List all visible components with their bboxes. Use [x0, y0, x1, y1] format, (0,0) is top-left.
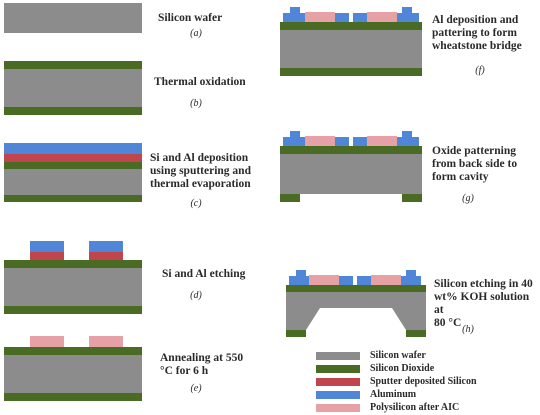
oxide-top-layer [4, 162, 142, 169]
step-e-caption: Annealing at 550 °C for 6 h [160, 352, 244, 377]
legend-swatch-silicon-dioxide [316, 365, 360, 373]
legend-label-silicon-dioxide: Silicon Dioxide [370, 363, 435, 374]
legend-swatch-polysilicon [316, 404, 360, 412]
aluminum-pad-left [30, 241, 64, 252]
step-a-label: (a) [190, 28, 202, 39]
polysilicon-resistor [371, 275, 401, 285]
oxide-bottom-layer [4, 107, 142, 115]
silicon-wafer-layer [4, 169, 142, 195]
legend-swatch-silicon-wafer [316, 352, 360, 360]
step-h-caption: Silicon etching in 40 wt% KOH solution a… [434, 278, 533, 329]
aluminum-contact [289, 276, 309, 285]
etched-silicon-cavity [286, 292, 426, 330]
legend-label-sputtered-silicon: Sputter deposited Silicon [370, 376, 477, 387]
silicon-wafer-layer [4, 355, 142, 393]
step-a-caption: Silicon wafer [158, 12, 223, 24]
oxide-mask-right [402, 194, 422, 202]
aluminum-contact [402, 131, 412, 137]
step-b-label: (b) [190, 98, 202, 109]
polysilicon-pad-left [30, 336, 64, 347]
aluminum-contact [397, 137, 419, 146]
legend-label-silicon-wafer: Silicon wafer [370, 350, 426, 361]
aluminum-contact [397, 13, 419, 22]
oxide-mask-right [406, 330, 426, 337]
polysilicon-resistor [305, 12, 335, 22]
aluminum-contact [290, 7, 300, 13]
aluminum-contact [402, 7, 412, 13]
polysilicon-resistor [305, 136, 335, 146]
oxide-bottom-layer [4, 195, 142, 202]
oxide-top-layer [280, 22, 422, 30]
silicon-pad-left [30, 252, 64, 260]
aluminum-contact [283, 13, 305, 22]
aluminum-contact [353, 137, 367, 146]
oxide-mask-left [286, 330, 306, 337]
aluminum-contact [296, 270, 306, 276]
legend-label-polysilicon: Polysilicon after AIC [370, 402, 460, 413]
oxide-top-layer [4, 260, 142, 268]
legend-swatch-aluminum [316, 391, 360, 399]
aluminum-contact [401, 276, 421, 285]
oxide-top-layer [4, 347, 142, 355]
step-f-label: (f) [475, 65, 485, 76]
oxide-mask-left [280, 194, 300, 202]
step-e-label: (e) [190, 383, 202, 394]
polysilicon-resistor [367, 12, 397, 22]
oxide-top-layer [286, 285, 426, 292]
aluminum-contact [339, 276, 353, 285]
step-f-caption: Al deposition and pattering to form whea… [432, 14, 522, 52]
oxide-bottom-layer [280, 68, 422, 76]
oxide-bottom-layer [4, 306, 142, 314]
step-d-caption: Si and Al etching [162, 268, 246, 280]
silicon-wafer-layer [4, 3, 142, 33]
polysilicon-pad-right [89, 336, 123, 347]
silicon-wafer-layer [4, 268, 142, 306]
step-h-label: (h) [462, 324, 474, 335]
aluminum-contact [290, 131, 300, 137]
silicon-wafer-layer [280, 30, 422, 68]
sputtered-silicon-layer [4, 154, 142, 162]
step-c-label: (c) [190, 198, 202, 209]
aluminum-contact [335, 137, 349, 146]
oxide-top-layer [4, 61, 142, 69]
step-b-caption: Thermal oxidation [154, 76, 246, 88]
step-d-label: (d) [190, 290, 202, 301]
aluminum-pad-right [89, 241, 123, 252]
oxide-bottom-layer [4, 393, 142, 401]
legend-label-aluminum: Aluminum [370, 389, 417, 400]
legend-swatch-sputtered-silicon [316, 378, 360, 386]
aluminum-layer [4, 143, 142, 154]
step-g-label: (g) [462, 193, 474, 204]
silicon-wafer-layer [280, 154, 422, 194]
polysilicon-resistor [309, 275, 339, 285]
oxide-top-layer [280, 146, 422, 154]
silicon-pad-right [89, 252, 123, 260]
aluminum-contact [406, 270, 416, 276]
polysilicon-resistor [367, 136, 397, 146]
step-c-caption: Si and Al deposition using sputtering an… [150, 152, 251, 190]
aluminum-contact [357, 276, 371, 285]
aluminum-contact [335, 13, 349, 22]
step-g-caption: Oxide patterning from back side to form … [432, 145, 518, 183]
silicon-wafer-layer [4, 69, 142, 107]
aluminum-contact [283, 137, 305, 146]
aluminum-contact [353, 13, 367, 22]
